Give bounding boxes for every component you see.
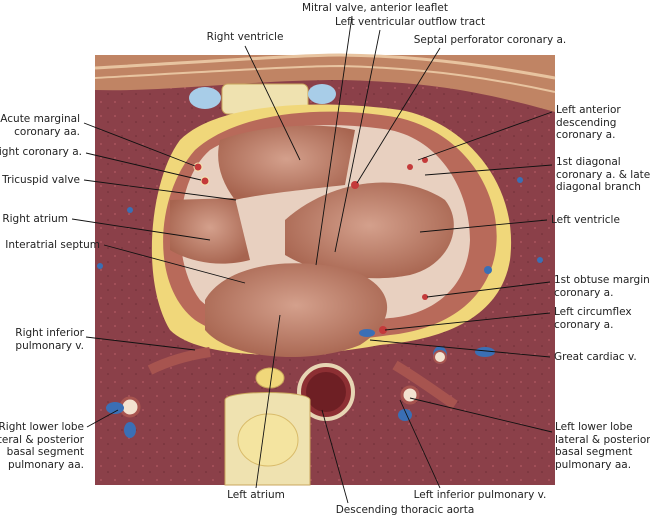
label-right-ventricle: Right ventricle [206, 31, 284, 43]
label-line: 1st obtuse marginal [554, 274, 650, 286]
cartilage [189, 87, 221, 109]
label-line: coronary a. [554, 286, 614, 299]
left-ventricle-chamber [285, 182, 454, 279]
label-line: Right inferior [15, 327, 84, 339]
label-line: coronary a. [554, 318, 614, 331]
label-line: lateral & posterior [0, 433, 84, 446]
label-line: Left circumflex [554, 306, 632, 318]
label-line: coronary aa. [14, 125, 80, 138]
label-line: Right lower lobe [0, 421, 84, 433]
left-atrium-chamber [205, 263, 388, 357]
label-descending-aorta: Descending thoracic aorta [335, 504, 475, 516]
label-line: basal segment [555, 446, 633, 458]
label-line: Acute marginal [0, 113, 80, 125]
right-ventricle-chamber [218, 125, 355, 200]
label-right-coronary: Right coronary a. [0, 146, 82, 158]
label-line: 1st diagonal [556, 156, 621, 168]
label-right-atrium: Right atrium [2, 213, 68, 225]
label-line: descending [556, 116, 617, 129]
label-left-inferior-pv: Left inferior pulmonary v. [413, 489, 547, 501]
right-atrium-chamber [170, 198, 250, 264]
label-line: pulmonary aa. [555, 458, 632, 471]
label-line: lateral & posterior [555, 433, 650, 446]
label-septal-perforator: Septal perforator coronary a. [413, 34, 567, 46]
label-lv-outflow-tract: Left ventricular outflow tract [334, 16, 486, 28]
label-interatrial-septum: Interatrial septum [5, 239, 100, 251]
label-left-ventricle: Left ventricle [551, 214, 620, 226]
label-line: Left lower lobe [555, 421, 633, 433]
label-left-atrium: Left atrium [227, 489, 285, 501]
label-mitral-valve: Mitral valve, anterior leaflet [302, 2, 448, 14]
label-line: coronary a. & lateral [556, 168, 650, 181]
label-tricuspid-valve: Tricuspid valve [2, 174, 80, 186]
label-line: basal segment [6, 446, 84, 458]
label-line: pulmonary v. [15, 339, 84, 352]
leader-lines [71, 15, 553, 504]
chest-wall [95, 55, 555, 112]
label-line: Left anterior [556, 104, 621, 116]
label-great-cardiac-v: Great cardiac v. [554, 351, 637, 363]
label-line: coronary a. [556, 129, 616, 141]
label-line: diagonal branch [556, 181, 641, 193]
label-line: pulmonary aa. [7, 458, 84, 471]
